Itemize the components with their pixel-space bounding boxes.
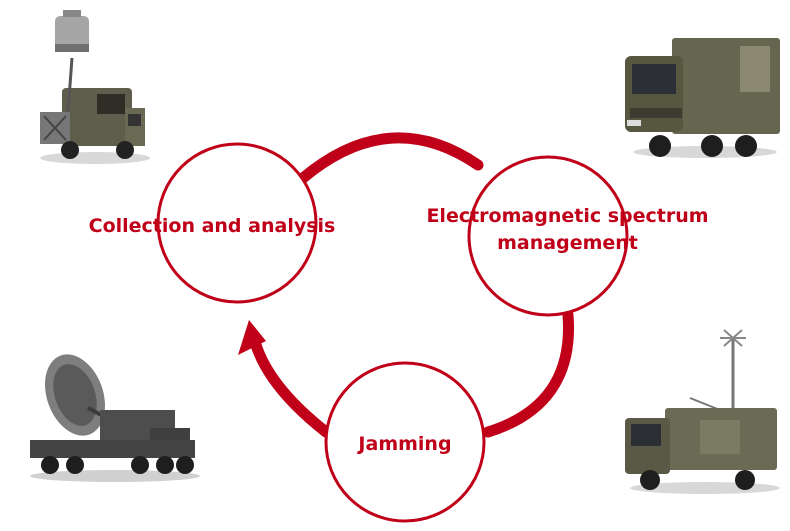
node-circle-collection (156, 142, 318, 304)
node-label-collection: Collection and analysis (88, 215, 336, 237)
node-circle-ems (467, 155, 629, 317)
radar-dish-vehicle-image (30, 354, 200, 482)
arrow-ems-to-jamming (482, 309, 575, 438)
arrowhead-to-collection (238, 320, 266, 355)
arrow-collection-to-ems (297, 132, 484, 184)
node-label-ems-line1: Electromagnetic spectrum (426, 205, 709, 227)
electronic-warfare-van-truck-image (625, 38, 780, 158)
node-label-ems-line2: management (497, 232, 638, 254)
arrow-jamming-to-collection (250, 339, 332, 438)
mast-antenna-vehicle-image (625, 329, 780, 494)
node-label-ems: Electromagnetic spectrum management (400, 203, 735, 257)
sigint-antenna-truck-image (40, 10, 150, 164)
node-label-jamming: Jamming (358, 433, 452, 455)
node-circle-jamming (324, 361, 486, 523)
